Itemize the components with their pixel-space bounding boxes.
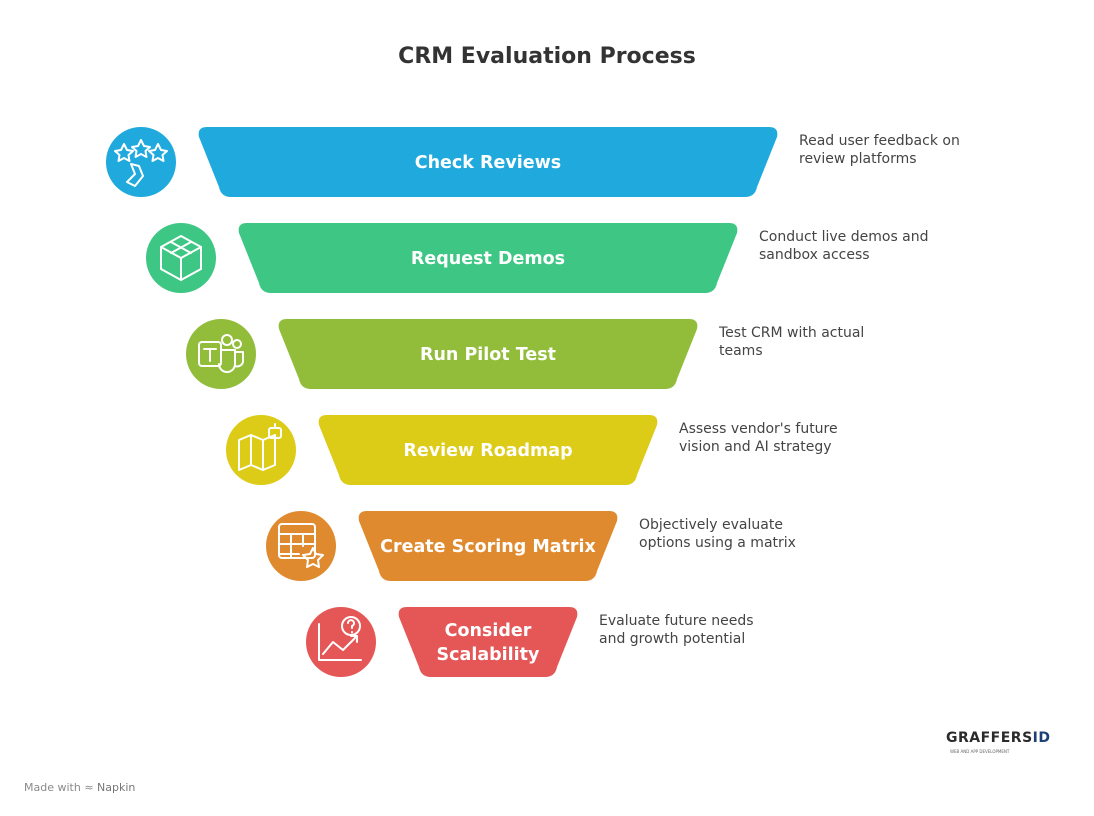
growth-question-icon bbox=[306, 607, 376, 677]
stage-description-1: Read user feedback on review platforms bbox=[799, 133, 960, 167]
3d-cube-icon-glyph bbox=[160, 235, 202, 281]
page-title: CRM Evaluation Process bbox=[398, 44, 696, 69]
teams-icon-glyph bbox=[198, 334, 244, 373]
stage-description-2: Conduct live demos and sandbox access bbox=[759, 229, 929, 263]
funnel-stage-4 bbox=[318, 415, 658, 485]
funnel-stage-1 bbox=[198, 127, 778, 197]
stage-label-6: Scalability bbox=[437, 645, 540, 665]
napkin-logo-icon: ≈ bbox=[84, 781, 94, 794]
logo-tagline: WEB AND APP DEVELOPMENT bbox=[950, 749, 1010, 754]
map-robot-icon bbox=[226, 415, 296, 485]
table-star-icon bbox=[266, 511, 336, 581]
stage-label-4: Review Roadmap bbox=[403, 441, 572, 461]
made-with-text: Made with bbox=[24, 781, 81, 794]
stage-label-6: Consider bbox=[445, 621, 532, 641]
star-rating-hand-icon bbox=[106, 127, 176, 197]
funnel-stage-5 bbox=[358, 511, 618, 581]
funnel-stage-2 bbox=[238, 223, 738, 293]
napkin-brand: Napkin bbox=[97, 781, 136, 794]
stage-label-5: Create Scoring Matrix bbox=[380, 537, 596, 557]
table-star-icon-glyph bbox=[278, 523, 324, 568]
map-robot-icon-glyph bbox=[238, 423, 282, 471]
stage-description-4: Assess vendor's future vision and AI str… bbox=[679, 421, 838, 455]
stage-label-2: Request Demos bbox=[411, 249, 565, 269]
stage-label-1: Check Reviews bbox=[415, 153, 561, 173]
stage-description-5: Objectively evaluate options using a mat… bbox=[639, 517, 796, 551]
funnel-stage-3 bbox=[278, 319, 698, 389]
stage-description-3: Test CRM with actual teams bbox=[719, 325, 865, 359]
funnel-stage-6 bbox=[398, 607, 578, 677]
star-rating-hand-icon-glyph bbox=[114, 139, 168, 187]
growth-question-icon-glyph bbox=[318, 616, 362, 661]
made-with-footer: Made with ≈ Napkin bbox=[24, 781, 135, 794]
logo-part1: GRAFFERS bbox=[946, 730, 1033, 746]
stage-label-3: Run Pilot Test bbox=[420, 345, 556, 365]
logo-part2: ID bbox=[1032, 730, 1051, 746]
graffersid-logo: GRAFFERSID WEB AND APP DEVELOPMENT bbox=[946, 730, 1050, 756]
stage-description-6: Evaluate future needs and growth potenti… bbox=[599, 613, 754, 647]
